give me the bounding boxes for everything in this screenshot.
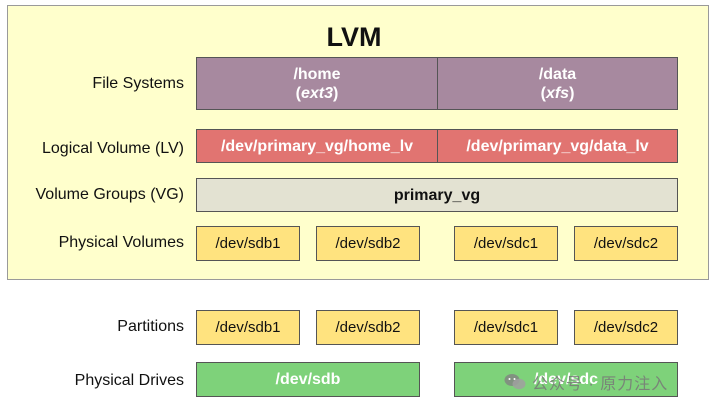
physical-volume: /dev/sdc2: [574, 226, 678, 261]
file-system-home: /home (ext3): [196, 57, 438, 110]
logical-volume-data: /dev/primary_vg/data_lv: [437, 129, 678, 163]
label-partitions: Partitions: [117, 318, 184, 335]
physical-drive-sdb: /dev/sdb: [196, 362, 420, 397]
watermark: 公众号 · 原力注入: [504, 370, 668, 394]
partition: /dev/sdc2: [574, 310, 678, 345]
partition: /dev/sdc1: [454, 310, 558, 345]
physical-volume: /dev/sdb1: [196, 226, 300, 261]
wechat-icon: [504, 373, 526, 391]
logical-volume-home: /dev/primary_vg/home_lv: [196, 129, 438, 163]
physical-volume: /dev/sdb2: [316, 226, 420, 261]
physical-volume: /dev/sdc1: [454, 226, 558, 261]
label-physical-drives: Physical Drives: [74, 372, 184, 389]
diagram-title: LVM: [326, 22, 382, 52]
partition: /dev/sdb1: [196, 310, 300, 345]
label-file-systems: File Systems: [92, 75, 184, 92]
file-system-type: (xfs): [540, 84, 575, 102]
file-system-path: /home: [293, 65, 341, 83]
file-system-path: /data: [538, 65, 577, 83]
watermark-text: 公众号 · 原力注入: [532, 376, 669, 393]
label-logical-volume: Logical Volume (LV): [42, 140, 184, 157]
volume-group: primary_vg: [196, 178, 678, 212]
file-system-data: /data (xfs): [437, 57, 678, 110]
physical-drive-sdc: /dev/sdc: [454, 362, 678, 397]
label-volume-groups: Volume Groups (VG): [35, 186, 185, 203]
partition: /dev/sdb2: [316, 310, 420, 345]
label-physical-volumes: Physical Volumes: [58, 234, 184, 251]
file-system-type: (ext3): [295, 84, 339, 102]
